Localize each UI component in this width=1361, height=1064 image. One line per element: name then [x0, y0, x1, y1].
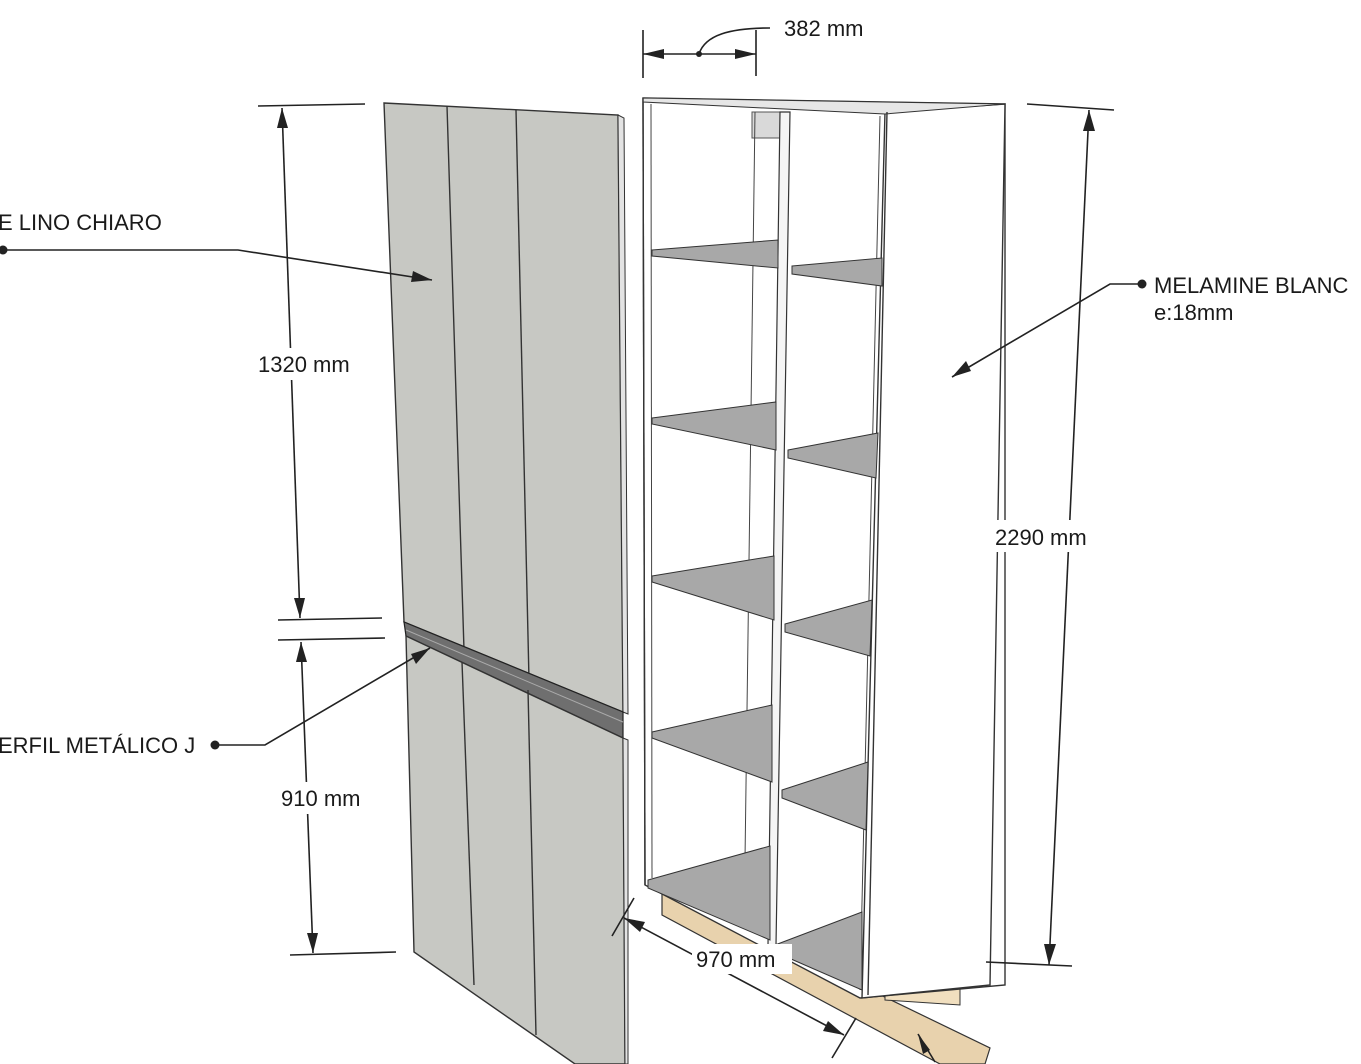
shelf	[647, 845, 771, 941]
dimension-upper-door: 1320 mm	[254, 103, 383, 621]
shelf	[651, 555, 775, 621]
shelf	[791, 257, 883, 287]
shelf	[651, 401, 777, 451]
width-dimension-label: 970 mm	[696, 947, 775, 972]
shelf	[787, 432, 879, 479]
callout-handle-profile: ERFIL METÁLICO J	[0, 647, 431, 758]
shelf	[651, 239, 779, 269]
carcass-material-label-line1: MELAMINE BLANC	[1154, 273, 1348, 298]
carcass-material-label-line2: e:18mm	[1154, 300, 1233, 325]
shelf	[784, 599, 873, 657]
cabinet-carcass	[642, 97, 1006, 999]
callout-door-finish: E LINO CHIARO	[0, 210, 433, 282]
door-panels	[383, 102, 629, 1064]
callout-carcass-material: MELAMINE BLANC e:18mm	[951, 273, 1348, 378]
dimension-depth: 382 mm	[642, 16, 863, 78]
handle-profile-label: ERFIL METÁLICO J	[0, 733, 195, 758]
dimension-width: 970 mm	[611, 897, 936, 1063]
upper-door-height-label: 1320 mm	[258, 352, 350, 377]
lower-door-height-label: 910 mm	[281, 786, 360, 811]
shelf	[781, 761, 869, 831]
shelf	[651, 704, 773, 783]
dimension-lower-door: 910 mm	[277, 637, 397, 956]
door-finish-label: E LINO CHIARO	[0, 210, 162, 235]
total-height-label: 2290 mm	[995, 525, 1087, 550]
depth-dimension-label: 382 mm	[784, 16, 863, 41]
dimension-total-height: 2290 mm	[985, 103, 1115, 967]
